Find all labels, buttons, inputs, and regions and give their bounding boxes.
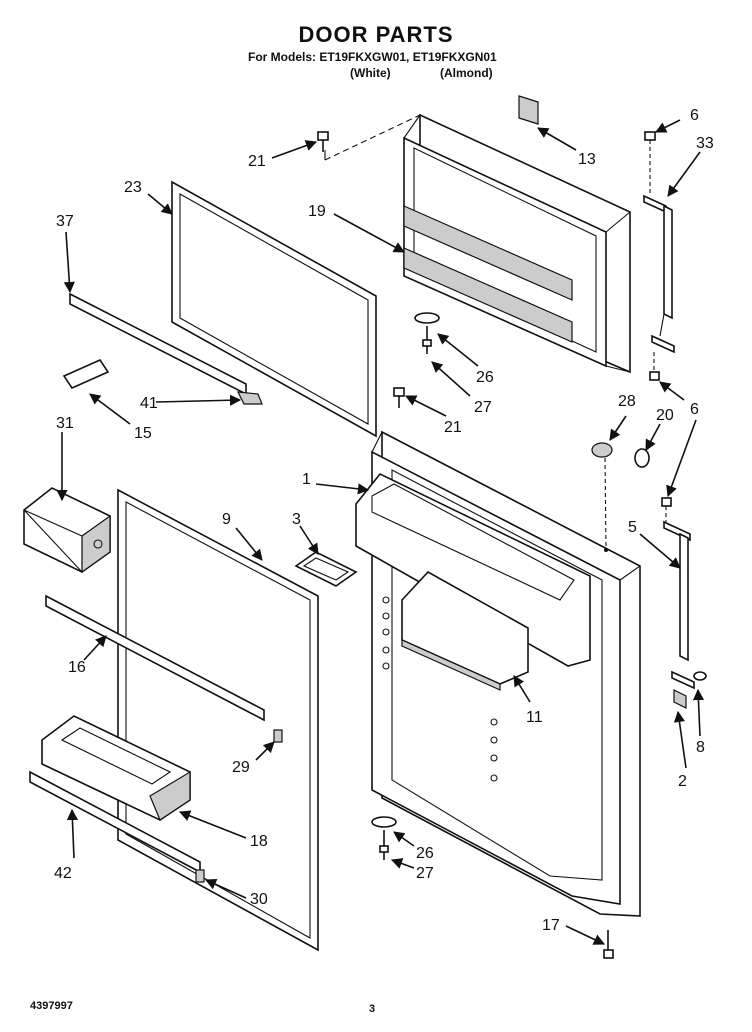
part-33-upper-hinge [643, 131, 675, 381]
callout-29: 29 [232, 759, 250, 776]
page-title: DOOR PARTS [298, 22, 454, 47]
callout-30: 30 [250, 891, 268, 908]
part-37-freezer-bar [69, 292, 247, 396]
callout-41: 41 [140, 395, 158, 412]
callout-8: 8 [696, 739, 705, 756]
callout-27-lower: 27 [416, 865, 434, 882]
part-18-door-bin [41, 715, 191, 821]
part-3-trim [294, 551, 358, 587]
callout-26-lower: 26 [416, 845, 434, 862]
callout-3: 3 [292, 511, 301, 528]
part-29-clip [273, 729, 283, 743]
part-17-screw [603, 930, 614, 959]
part-5-lower-hinge [661, 497, 707, 709]
callout-18: 18 [250, 833, 268, 850]
part-26-hinge-pin-top [414, 312, 440, 354]
callout-labels: 21 13 6 33 23 19 37 26 27 6 41 21 31 15 … [54, 107, 714, 934]
callout-33: 33 [696, 135, 714, 152]
callout-2: 2 [678, 773, 687, 790]
callout-42: 42 [54, 865, 72, 882]
page-number: 3 [369, 1003, 376, 1015]
part-41-bracket [236, 391, 263, 405]
callout-19: 19 [308, 203, 326, 220]
part-9-fresh-food-gasket [117, 488, 319, 952]
part-30-clip [195, 869, 205, 883]
callout-26: 26 [476, 369, 494, 386]
part-13-label [518, 95, 539, 125]
variant-almond: (Almond) [440, 66, 493, 80]
fresh-food-door-liner [355, 430, 641, 917]
part-21-screw-mid [393, 387, 405, 408]
part-21-screw-top [317, 131, 329, 152]
callout-27: 27 [474, 399, 492, 416]
callout-20: 20 [656, 407, 674, 424]
callout-17: 17 [542, 917, 560, 934]
callout-6: 6 [690, 107, 699, 124]
plug-hole [604, 548, 608, 552]
callout-5: 5 [628, 519, 637, 536]
callout-13: 13 [578, 151, 596, 168]
callout-31: 31 [56, 415, 74, 432]
part-28-plug [591, 442, 613, 458]
callout-6-lower: 6 [690, 401, 699, 418]
callout-9: 9 [222, 511, 231, 528]
part-31-dairy-door [23, 487, 111, 574]
freezer-door-liner [403, 113, 631, 374]
callout-23: 23 [124, 179, 142, 196]
leader-lines [56, 119, 705, 945]
part-20-bushing [634, 448, 650, 468]
callout-15: 15 [134, 425, 152, 442]
callout-1: 1 [302, 471, 311, 488]
part-26-hinge-pin-bottom [371, 816, 397, 860]
callout-16: 16 [68, 659, 86, 676]
callout-28: 28 [618, 393, 636, 410]
models-line: For Models: ET19FKXGW01, ET19FKXGN01 [248, 50, 497, 64]
plug-leader [604, 457, 607, 549]
dashed-leader-21a [324, 114, 421, 161]
variant-white: (White) [350, 66, 391, 80]
document-number: 4397997 [30, 1000, 73, 1012]
callout-37: 37 [56, 213, 74, 230]
part-15-cover [62, 358, 110, 390]
part-16-shelf-bar [45, 594, 265, 722]
part-23-freezer-gasket [171, 180, 377, 438]
callout-11: 11 [526, 709, 543, 726]
callout-21-mid: 21 [444, 419, 462, 436]
callout-21: 21 [248, 153, 266, 170]
